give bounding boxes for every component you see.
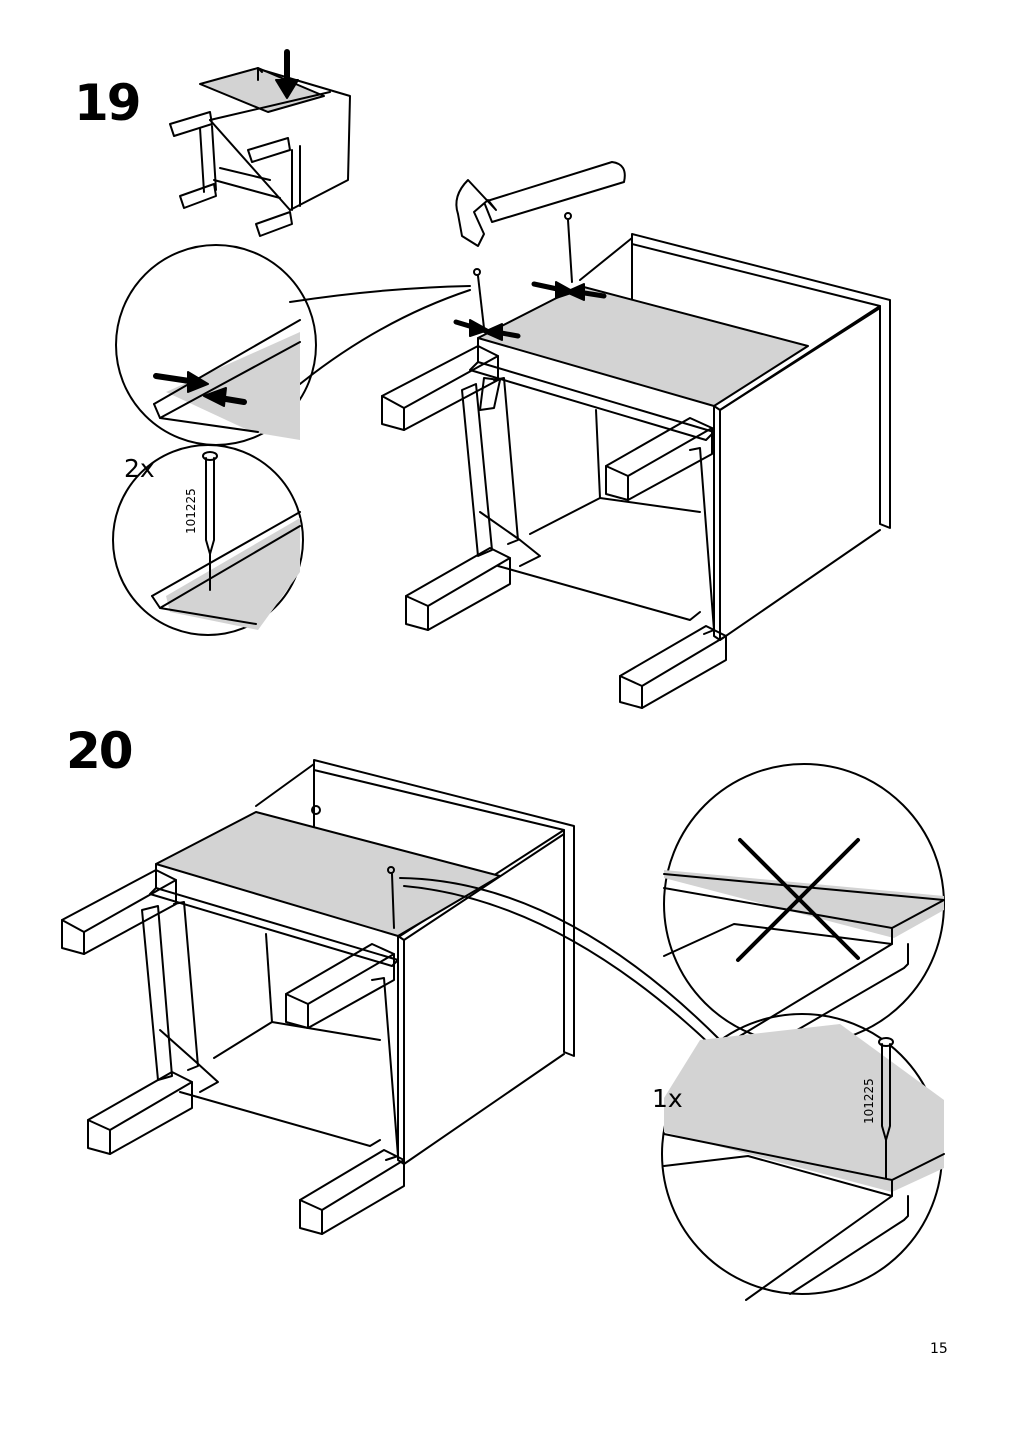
step19-overview-figure	[169, 49, 351, 237]
step19-main-figure	[381, 161, 891, 709]
step19-nail-quantity: 2x	[124, 454, 155, 483]
step20-detail-circle-wrong	[663, 763, 945, 1045]
step20-nail-quantity: 1x	[652, 1084, 683, 1113]
step19-detail-circle-edge	[115, 244, 471, 446]
page-number: 15	[930, 1341, 948, 1357]
step19-nail-part-number: 101225	[184, 488, 198, 534]
step20-main-figure	[61, 759, 721, 1235]
step-number-19: 19	[74, 74, 142, 132]
step20-nail-part-number: 101225	[862, 1078, 876, 1124]
step19-detail-circle-nail	[112, 444, 304, 636]
step20-detail-circle-correct	[661, 1013, 945, 1301]
step-number-20: 20	[66, 722, 134, 780]
